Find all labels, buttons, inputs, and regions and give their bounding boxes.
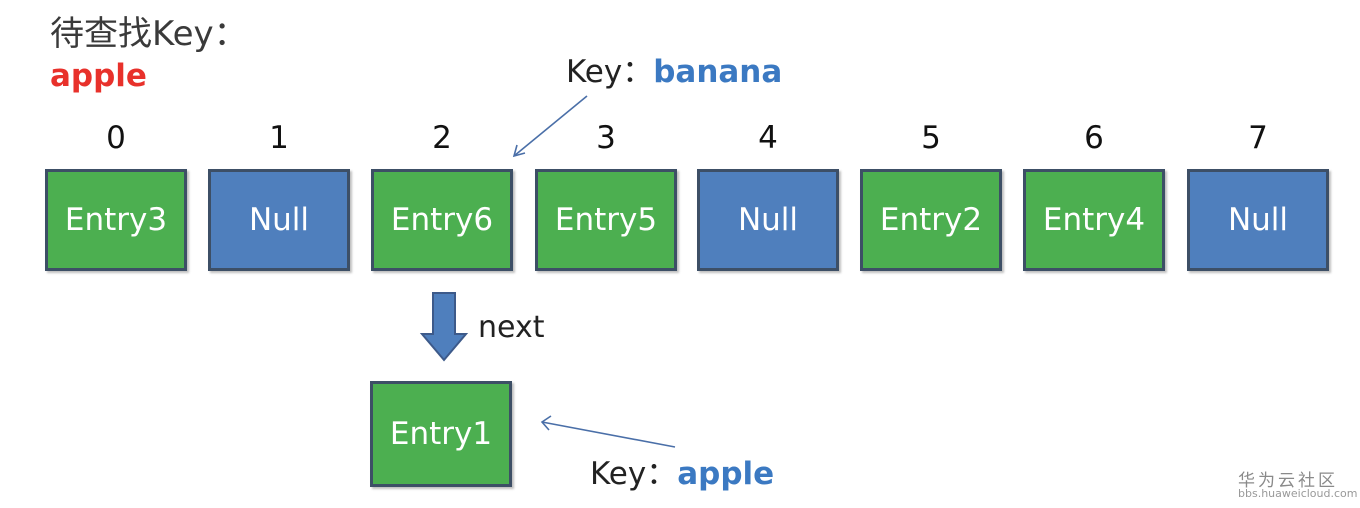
index-label: 4 (758, 120, 778, 156)
bucket-label: Entry5 (554, 202, 658, 238)
bucket-cell: Entry4 (1023, 169, 1165, 271)
bucket-cell: Null (697, 169, 839, 271)
index-label: 1 (269, 120, 289, 156)
diagram-title: 待查找Key： (50, 14, 248, 54)
bucket-label: Null (248, 202, 310, 238)
index-label: 5 (921, 120, 941, 156)
bucket-label: Entry6 (390, 202, 494, 238)
bucket-label: Entry3 (64, 202, 168, 238)
index-label: 3 (596, 120, 616, 156)
watermark-url: bbs.huaweicloud.com (1238, 487, 1358, 500)
key-prefix: Key： (590, 456, 678, 492)
chain-entry-label: Entry1 (389, 416, 493, 452)
bucket-cell: Null (1187, 169, 1329, 271)
index-label: 7 (1248, 120, 1268, 156)
bucket-label: Null (1227, 202, 1289, 238)
bucket-cell: Entry5 (535, 169, 677, 271)
key-label-top: Key：banana (566, 46, 782, 91)
bucket-cell: Entry3 (45, 169, 187, 271)
bucket-label: Null (737, 202, 799, 238)
index-label: 6 (1084, 120, 1104, 156)
index-label: 2 (432, 120, 452, 156)
key-value-banana: banana (653, 54, 783, 90)
key-prefix: Key： (566, 54, 654, 90)
next-label: next (478, 310, 545, 345)
pointer-arrow-top (512, 95, 588, 158)
key-label-bottom: Key：apple (590, 448, 774, 493)
bucket-cell: Entry2 (860, 169, 1002, 271)
bucket-label: Entry2 (879, 202, 983, 238)
bucket-label: Entry4 (1042, 202, 1146, 238)
search-key-value: apple (50, 58, 147, 94)
key-value-apple: apple (677, 456, 775, 492)
chain-entry-cell: Entry1 (370, 381, 512, 487)
watermark-site: 华为云社区 (1238, 471, 1338, 491)
bucket-cell: Null (208, 169, 350, 271)
index-label: 0 (106, 120, 126, 156)
next-down-arrow (419, 292, 469, 362)
pointer-arrow-bottom (540, 415, 676, 448)
bucket-cell: Entry6 (371, 169, 513, 271)
